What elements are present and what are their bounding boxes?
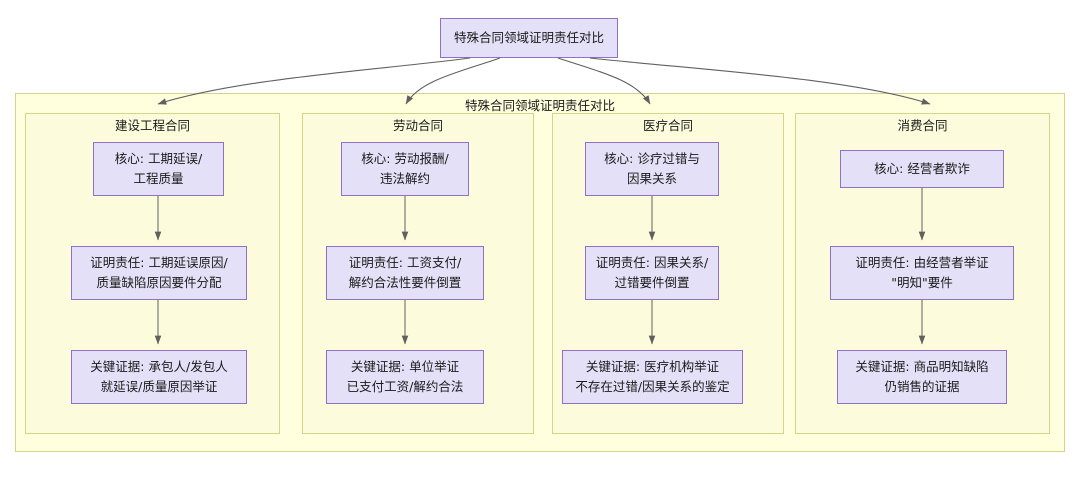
cluster-title-construction-contract: 建设工程合同 bbox=[114, 118, 190, 133]
node-consumer-evidence: 关键证据: 商品明知缺陷 仍销售的证据 bbox=[837, 350, 1007, 404]
node-medical-burden: 证明责任: 因果关系/ 过错要件倒置 bbox=[585, 246, 719, 300]
node-labor-evidence: 关键证据: 单位举证 已支付工资/解约合法 bbox=[326, 350, 484, 404]
node-labor-core: 核心: 劳动报酬/ 违法解约 bbox=[341, 142, 469, 196]
node-medical-core: 核心: 诊疗过错与 因果关系 bbox=[585, 142, 719, 196]
node-construction-evidence: 关键证据: 承包人/发包人 就延误/质量原因举证 bbox=[71, 350, 247, 404]
node-root: 特殊合同领域证明责任对比 bbox=[440, 18, 618, 58]
node-consumer-core: 核心: 经营者欺诈 bbox=[840, 150, 1004, 188]
node-construction-core: 核心: 工期延误/ 工程质量 bbox=[93, 142, 224, 196]
node-construction-burden: 证明责任: 工期延误原因/ 质量缺陷原因要件分配 bbox=[71, 246, 247, 300]
cluster-title-labor-contract: 劳动合同 bbox=[392, 118, 443, 133]
outer-cluster-title: 特殊合同领域证明责任对比 bbox=[464, 98, 615, 113]
cluster-title-medical-contract: 医疗合同 bbox=[642, 118, 693, 133]
cluster-title-consumer-contract: 消费合同 bbox=[897, 118, 948, 133]
node-medical-evidence: 关键证据: 医疗机构举证 不存在过错/因果关系的鉴定 bbox=[562, 350, 743, 404]
node-consumer-burden: 证明责任: 由经营者举证 "明知"要件 bbox=[830, 246, 1014, 300]
node-labor-burden: 证明责任: 工资支付/ 解约合法性要件倒置 bbox=[326, 246, 484, 300]
